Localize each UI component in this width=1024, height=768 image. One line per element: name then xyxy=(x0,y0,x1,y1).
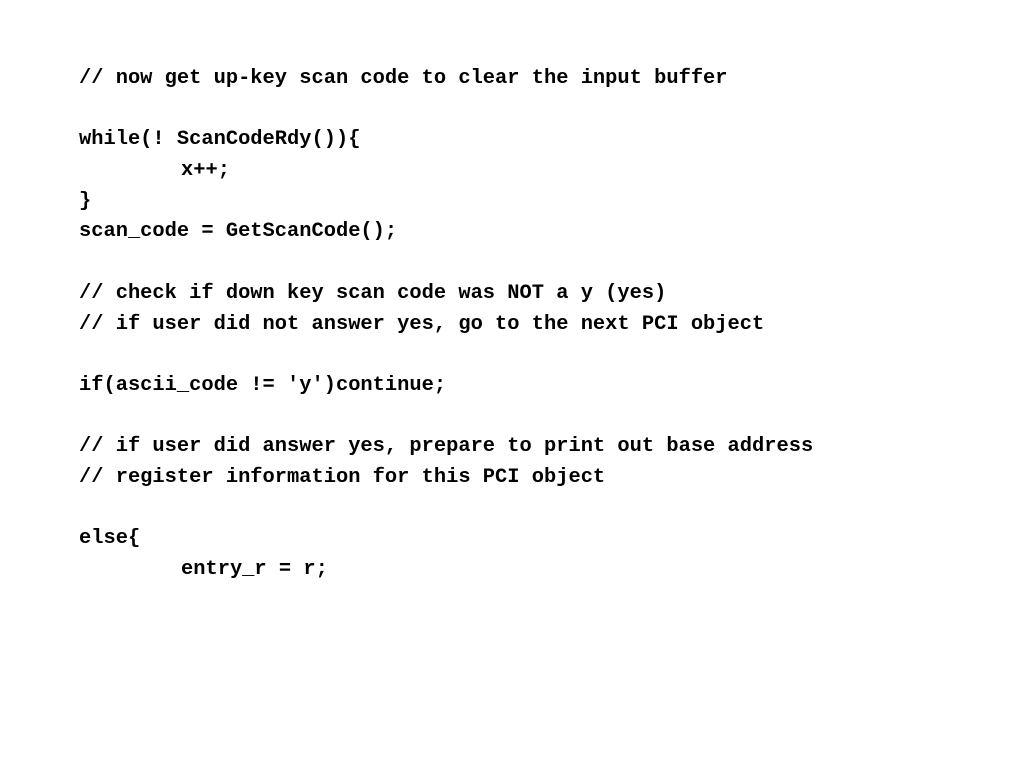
code-comment: // if user did not answer yes, go to the… xyxy=(79,312,765,336)
code-comment: // if user did answer yes, prepare to pr… xyxy=(79,435,814,459)
code-statement: entry_r = r; xyxy=(181,558,328,581)
code-comment: // check if down key scan code was NOT a… xyxy=(79,281,667,305)
code-statement: else{ xyxy=(79,527,141,551)
blank-line xyxy=(79,95,813,126)
code-statement: scan_code = GetScanCode(); xyxy=(79,220,398,244)
blank-line xyxy=(79,494,813,525)
code-statement: while(! ScanCodeRdy()){ xyxy=(79,128,361,152)
code-statement: } xyxy=(79,189,92,213)
blank-line xyxy=(79,402,813,433)
code-statement: x++; xyxy=(181,159,230,183)
blank-line xyxy=(79,340,813,371)
blank-line xyxy=(79,248,813,279)
code-statement: if(ascii_code != 'y')continue; xyxy=(79,373,447,397)
code-comment: // register information for this PCI obj… xyxy=(79,465,606,489)
code-comment: // now get up-key scan code to clear the… xyxy=(79,67,728,90)
code-listing: // now get up-key scan code to clear the… xyxy=(79,64,813,586)
